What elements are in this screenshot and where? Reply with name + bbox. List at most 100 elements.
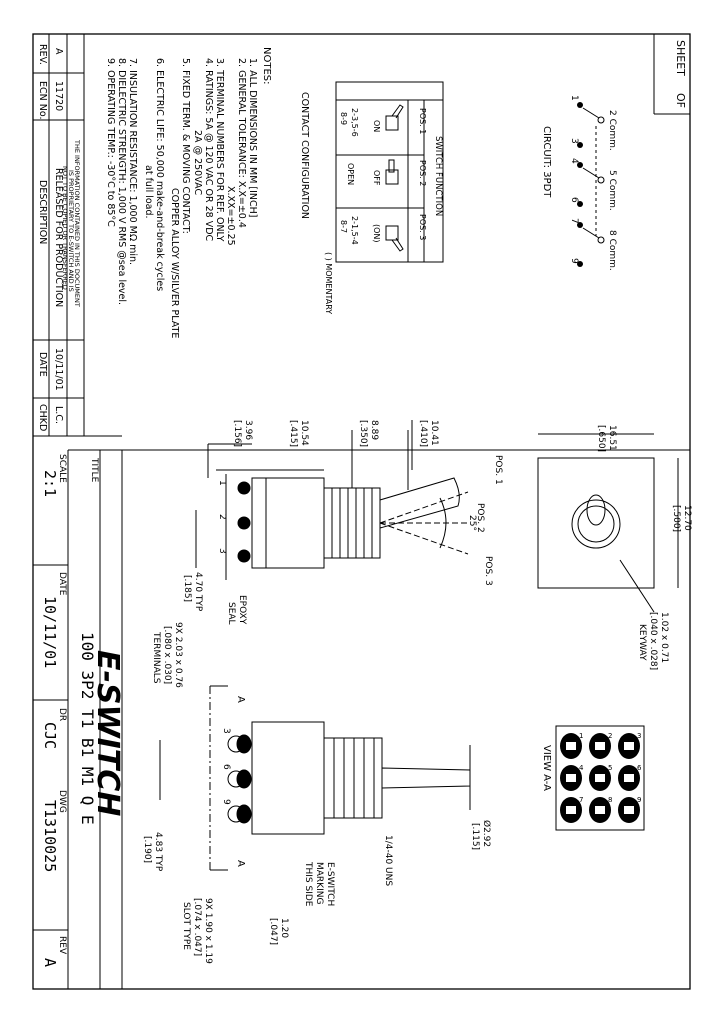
view-aa-number-5: 5 bbox=[608, 764, 612, 772]
date-header: DATE bbox=[37, 352, 48, 377]
note-8: 8. DIELECTRIC STRENGTH: 1,000 V RMS @sea… bbox=[116, 58, 127, 305]
term-label-6-top: 6 bbox=[221, 764, 231, 770]
scale-value: 2:1 bbox=[41, 470, 59, 497]
terminal-dim-3: TERMINALS bbox=[151, 631, 161, 684]
circuit-label-9: 9 bbox=[569, 258, 579, 264]
circuit-label-1: 1 bbox=[569, 95, 579, 101]
dwg-label: DWG bbox=[57, 790, 67, 813]
dim-4-70: 4.70 TYP bbox=[193, 572, 203, 612]
description-header: DESCRIPTION bbox=[37, 180, 48, 244]
toggle-pos2-icon bbox=[385, 159, 399, 185]
switch-function-table: SWITCH FUNCTION POS. 1 POS. 2 POS. 3 ON … bbox=[299, 81, 444, 314]
dr-label: DR bbox=[57, 708, 67, 721]
dim-10-41: 10.41 bbox=[429, 420, 439, 446]
comm-label-2: 2 Comm. bbox=[607, 110, 617, 151]
sheet-border bbox=[32, 33, 691, 990]
comm-dot-8 bbox=[597, 236, 605, 244]
terminal-dot-6 bbox=[577, 201, 583, 207]
comm-label-8: 8 Comm. bbox=[607, 230, 617, 271]
term-label-3-top: 3 bbox=[221, 728, 231, 734]
dim-2-92: Ø2.92 bbox=[481, 820, 492, 847]
pos1-connection-b: 8-9 bbox=[339, 112, 348, 125]
date-value-tb: 10/11/01 bbox=[41, 596, 59, 668]
term-label-2: 2 bbox=[217, 514, 227, 520]
pos3-mode: (ON) bbox=[372, 224, 381, 243]
dim-4-83: 4.83 TYP bbox=[153, 832, 163, 872]
proprietary-note-line-3: NOT TO BE COPIED OR TRANSFERRED bbox=[61, 166, 69, 290]
sheet-of-label: OF bbox=[674, 93, 687, 108]
circuit-label-4: 4 bbox=[569, 158, 579, 164]
dim-16-51-inch: [.650] bbox=[596, 425, 606, 452]
slot-dim-3: SLOT TYPE bbox=[181, 902, 191, 950]
marking-line-3: THIS SIDE bbox=[303, 861, 313, 907]
description-value: RELEASED FOR PRODUCTION bbox=[53, 168, 64, 307]
pos3-connection: 2-1,5-4 bbox=[350, 216, 359, 245]
angle-label: 25° bbox=[467, 515, 477, 531]
note-4b: 2A @ 250VAC bbox=[192, 130, 203, 195]
circuit-label-6: 6 bbox=[569, 197, 579, 203]
keyway-label: KEYWAY bbox=[637, 624, 647, 661]
marking-line-1: E-SWITCH bbox=[325, 862, 335, 906]
pos3-label: POS. 3 bbox=[483, 556, 493, 586]
terminal-dot-7 bbox=[577, 222, 583, 228]
dim-3-96-inch: [.156] bbox=[232, 420, 242, 447]
view-aa-number-6: 6 bbox=[637, 764, 642, 772]
pos1-label: POS. 1 bbox=[493, 455, 503, 485]
pos2-mode: OFF bbox=[372, 170, 381, 186]
circuit-diagram: CIRCUIT: 3PDT 1 3 4 6 7 9 2 Comm. 5 Comm… bbox=[541, 95, 617, 271]
title-label: TITLE bbox=[89, 457, 99, 483]
circuit-label-7: 7 bbox=[569, 218, 579, 224]
pos1-connection: 2-3,5-6 bbox=[350, 108, 359, 137]
view-aa-number-1: 1 bbox=[579, 732, 583, 740]
slot-dim-2: [.074 x .047] bbox=[192, 898, 202, 956]
toggle-pos3-icon bbox=[385, 225, 404, 252]
keyway-dim-2: [.040 x .028] bbox=[648, 612, 658, 670]
comm-dot-5 bbox=[597, 176, 605, 184]
view-aa-number-2: 2 bbox=[608, 732, 612, 740]
pos2-connection: OPEN bbox=[346, 163, 355, 185]
circuit-label-3: 3 bbox=[569, 138, 579, 144]
dim-12-70-inch: [.500] bbox=[671, 505, 681, 532]
notes-block: NOTES: 1. ALL DIMENSIONS IN MM [INCH] 2.… bbox=[105, 47, 272, 338]
rev-label-tb: REV bbox=[57, 936, 67, 955]
title-block: TITLE 100 3P2 T1 B1 M1 Q E SCALE 2:1 DAT… bbox=[33, 449, 690, 989]
dim-10-54-inch: [.415] bbox=[288, 420, 298, 447]
dim-3-96: 3.96 bbox=[243, 420, 253, 440]
dim-4-83-inch: [.190] bbox=[142, 836, 152, 863]
view-aa-number-9: 9 bbox=[637, 796, 641, 804]
note-7: 7. INSULATION RESISTANCE: 1,000 MΩ min. bbox=[127, 58, 138, 265]
ecn-value: 11720 bbox=[53, 81, 64, 111]
term-label-9-top: 9 bbox=[221, 799, 231, 805]
dr-value: CJC bbox=[41, 722, 59, 749]
comm-dot-2 bbox=[597, 116, 605, 124]
notes-heading: NOTES: bbox=[261, 47, 272, 85]
note-3: 3. TERMINAL NUMBERS FOR REF. ONLY bbox=[214, 58, 225, 242]
terminal-dot-9 bbox=[577, 261, 583, 267]
note-6b: at full load. bbox=[143, 165, 154, 219]
sheet-box: SHEET OF bbox=[653, 34, 690, 115]
side-view-drawing bbox=[195, 420, 470, 580]
top-view-drawing bbox=[159, 685, 471, 871]
terminal-dot-3 bbox=[577, 142, 583, 148]
view-aa-number-8: 8 bbox=[608, 796, 612, 804]
dim-1-20-inch: [.047] bbox=[268, 918, 278, 945]
rev-value: A bbox=[53, 48, 64, 55]
keyway-dim-1: 1.02 x 0.71 bbox=[659, 612, 669, 663]
epoxy-label: EPOXY bbox=[237, 595, 247, 625]
view-aa: VIEW A-A bbox=[541, 725, 645, 831]
dim-10-54: 10.54 bbox=[299, 420, 309, 446]
e-switch-logo: E-SWITCH bbox=[90, 650, 125, 816]
ecn-header: ECN No. bbox=[37, 81, 48, 120]
view-aa-number-7: 7 bbox=[579, 796, 583, 804]
rev-header: REV. bbox=[37, 44, 48, 65]
seal-label: SEAL bbox=[226, 602, 236, 625]
dim-8-89-inch: [.350] bbox=[358, 420, 368, 447]
view-aa-number-4: 4 bbox=[579, 764, 584, 772]
proprietary-note-line-2: IS PROPRIETARY TO E-SWITCH AND IS bbox=[67, 170, 75, 292]
terminal-1 bbox=[237, 481, 251, 495]
dwg-value: T1310025 bbox=[41, 800, 59, 872]
pos3-header: POS. 3 bbox=[418, 214, 427, 240]
marking-line-2: MARKING bbox=[314, 862, 324, 904]
dim-12-70: 12.70 bbox=[682, 505, 692, 531]
